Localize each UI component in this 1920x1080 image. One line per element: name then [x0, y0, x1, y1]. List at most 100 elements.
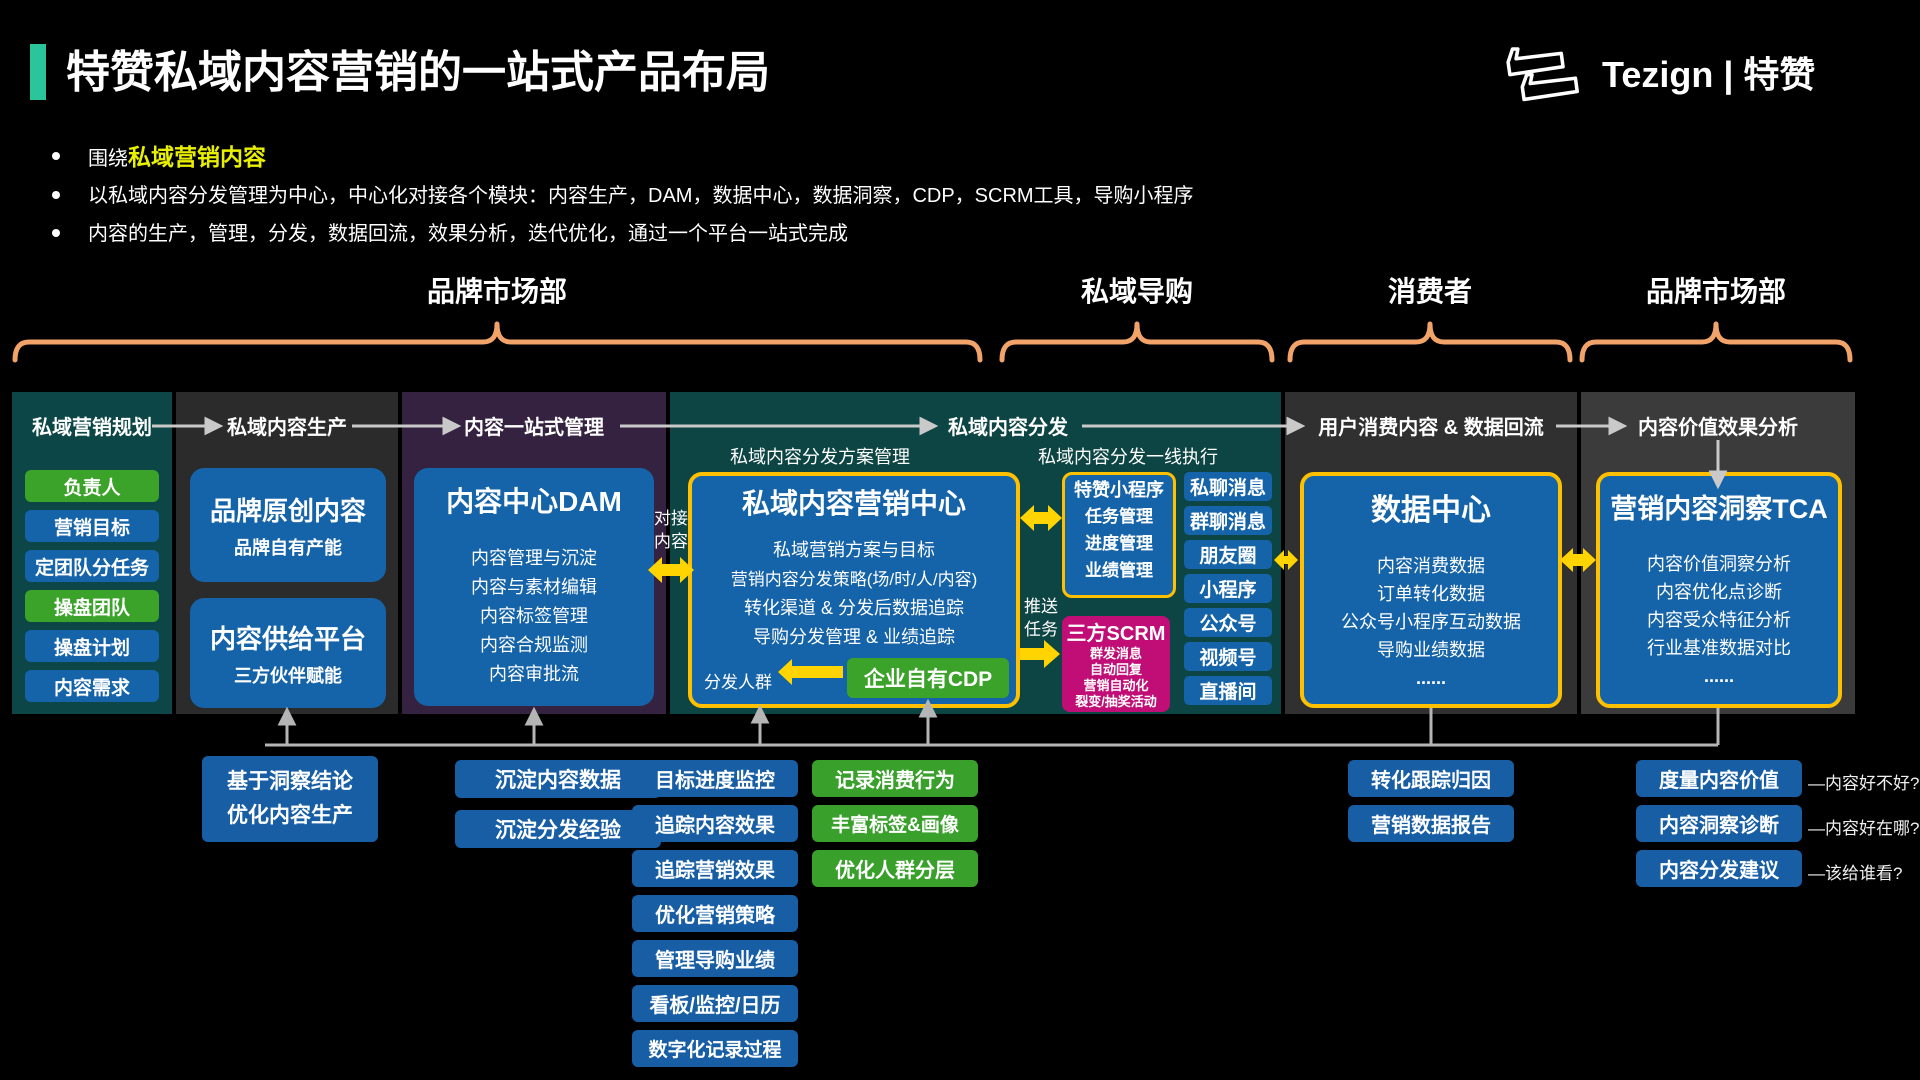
data-center-item: 导购业绩数据 — [1377, 640, 1485, 660]
bullet-2: 以私域内容分发管理为中心，中心化对接各个模块：内容生产，DAM，数据中心，数据洞… — [88, 185, 1194, 207]
subheader-frontline-execution: 私域内容分发一线执行 — [1038, 447, 1218, 467]
header-data-return: 用户消费内容 & 数据回流 — [1318, 416, 1544, 439]
distribution-note: 看板/监控/日历 — [632, 985, 798, 1022]
private-content-marketing-center-box: 私域内容营销中心 私域营销方案与目标 营销内容分发策略(场/时/人/内容) 转化… — [688, 472, 1020, 708]
distribution-note: 追踪营销效果 — [632, 850, 798, 887]
miniapp-item: 进度管理 — [1085, 534, 1153, 553]
consumer-note: 丰富标签&画像 — [812, 805, 978, 842]
planning-item-team-task: 定团队分任务 — [25, 550, 159, 582]
distribution-note: 数字化记录过程 — [632, 1030, 798, 1067]
header-production: 私域内容生产 — [227, 416, 347, 439]
miniapp-item: 任务管理 — [1085, 507, 1153, 526]
tca-item: 内容优化点诊断 — [1656, 582, 1782, 602]
miniapp-items: 任务管理 进度管理 业绩管理 — [1065, 503, 1173, 584]
channel-miniprogram: 小程序 — [1184, 574, 1272, 603]
audience-label: 分发人群 — [704, 673, 772, 692]
tca-annotation: —该给谁看? — [1808, 864, 1903, 883]
scrm-title: 三方SCRM — [1066, 622, 1166, 645]
tezign-miniapp-box: 特赞小程序 任务管理 进度管理 业绩管理 — [1062, 472, 1176, 598]
dam-note: 沉淀内容数据 — [455, 760, 661, 798]
data-center-item: 公众号小程序互动数据 — [1341, 612, 1521, 632]
data-center-items: 内容消费数据 订单转化数据 公众号小程序互动数据 导购业绩数据 ...... — [1304, 552, 1558, 692]
brand-original-content-sub: 品牌自有产能 — [234, 537, 342, 558]
tca-title: 营销内容洞察TCA — [1610, 493, 1828, 524]
bullet-3: 内容的生产，管理，分发，数据回流，效果分析，迭代优化，通过一个平台一站式完成 — [88, 223, 848, 245]
data-center-item: 订单转化数据 — [1377, 584, 1485, 604]
dam-item: 内容审批流 — [489, 664, 579, 684]
brace-label-consumer: 消费者 — [1387, 276, 1472, 307]
bullet-dot — [52, 152, 60, 160]
data-note: 营销数据报告 — [1348, 805, 1514, 842]
scrm-item: 裂变/抽奖活动 — [1075, 694, 1157, 709]
tca-item: 内容价值洞察分析 — [1647, 554, 1791, 574]
brace-label-brand-marketing-2: 品牌市场部 — [1645, 276, 1786, 307]
bullet-1: 围绕私域营销内容 — [88, 138, 1588, 170]
planning-item-owner: 负责人 — [25, 470, 159, 502]
bullet-1-prefix: 围绕 — [88, 148, 128, 170]
feedback-up-arrow-icon — [524, 706, 544, 745]
tca-item: ...... — [1703, 666, 1734, 686]
data-center-item: ...... — [1415, 668, 1446, 688]
distribution-note: 目标进度监控 — [632, 760, 798, 797]
marketing-center-items: 私域营销方案与目标 营销内容分发策略(场/时/人/内容) 转化渠道 & 分发后数… — [692, 536, 1016, 652]
marketing-center-item: 营销内容分发策略(场/时/人/内容) — [730, 570, 978, 589]
marketing-content-insight-tca-box: 营销内容洞察TCA 内容价值洞察分析 内容优化点诊断 内容受众特征分析 行业基准… — [1596, 472, 1842, 708]
tca-item: 行业基准数据对比 — [1647, 638, 1791, 658]
tca-note: 内容洞察诊断 — [1636, 805, 1802, 842]
channel-private-chat: 私聊消息 — [1184, 472, 1272, 501]
push-task-label: 推送 任务 — [1024, 597, 1058, 639]
tezign-logo-text: Tezign | 特赞 — [1602, 54, 1816, 95]
data-center-title: 数据中心 — [1371, 494, 1491, 527]
header-distribution: 私域内容分发 — [948, 416, 1068, 439]
dam-title: 内容中心DAM — [446, 486, 622, 517]
distribution-note: 管理导购业绩 — [632, 940, 798, 977]
brace-icon — [1287, 321, 1573, 363]
dam-item: 内容与素材编辑 — [471, 577, 597, 597]
content-supply-platform-title: 内容供给平台 — [209, 623, 366, 654]
scrm-item: 自动回复 — [1089, 662, 1142, 677]
channel-video-account: 视频号 — [1184, 642, 1272, 671]
bullet-dot — [52, 229, 60, 237]
subheader-plan-management: 私域内容分发方案管理 — [730, 447, 910, 467]
brace-icon — [12, 321, 983, 363]
bullet-dot — [52, 191, 60, 199]
distribution-note: 追踪内容效果 — [632, 805, 798, 842]
brace-icon — [1579, 321, 1853, 363]
tezign-logo: Tezign | 特赞 — [1494, 40, 1894, 104]
channel-official-account: 公众号 — [1184, 608, 1272, 637]
tca-note: 度量内容价值 — [1636, 760, 1802, 797]
scrm-items: 群发消息 自动回复 营销自动化 裂变/抽奖活动 — [1062, 646, 1170, 710]
brace-label-brand-marketing-1: 品牌市场部 — [426, 276, 567, 307]
marketing-center-item: 转化渠道 & 分发后数据追踪 — [743, 598, 964, 618]
planning-item-ops-team: 操盘团队 — [25, 590, 159, 622]
dam-item: 内容标签管理 — [480, 606, 588, 626]
data-note: 转化跟踪归因 — [1348, 760, 1514, 797]
tca-item: 内容受众特征分析 — [1647, 610, 1791, 630]
planning-item-ops-plan: 操盘计划 — [25, 630, 159, 662]
dam-item: 内容合规监测 — [480, 635, 588, 655]
miniapp-title: 特赞小程序 — [1074, 480, 1164, 500]
marketing-center-title: 私域内容营销中心 — [741, 488, 966, 519]
planning-item-content-need: 内容需求 — [25, 670, 159, 702]
consumer-note: 记录消费行为 — [812, 760, 978, 797]
page-title: 特赞私域内容营销的一站式产品布局 — [66, 48, 770, 97]
channel-livestream: 直播间 — [1184, 676, 1272, 705]
content-supply-platform-sub: 三方伙伴赋能 — [234, 665, 342, 686]
marketing-center-item: 私域营销方案与目标 — [773, 540, 935, 560]
channel-moments: 朋友圈 — [1184, 540, 1272, 569]
brace-label-private-guide: 私域导购 — [1080, 276, 1193, 307]
data-center-item: 内容消费数据 — [1377, 556, 1485, 576]
channel-group-chat: 群聊消息 — [1184, 506, 1272, 535]
dam-items: 内容管理与沉淀 内容与素材编辑 内容标签管理 内容合规监测 内容审批流 — [414, 544, 654, 689]
brand-original-content-title: 品牌原创内容 — [209, 495, 366, 526]
link-content-label: 对接 内容 — [654, 509, 688, 551]
tca-note: 内容分发建议 — [1636, 850, 1802, 887]
distribution-note: 优化营销策略 — [632, 895, 798, 932]
tca-annotation: —内容好在哪? — [1808, 819, 1920, 838]
marketing-center-item: 导购分发管理 & 业绩追踪 — [752, 627, 955, 647]
data-center-box: 数据中心 内容消费数据 订单转化数据 公众号小程序互动数据 导购业绩数据 ...… — [1300, 472, 1562, 708]
header-value-analysis: 内容价值效果分析 — [1638, 416, 1798, 439]
content-supply-platform-box: 内容供给平台 三方伙伴赋能 — [190, 598, 386, 708]
brace-icon — [999, 321, 1275, 363]
